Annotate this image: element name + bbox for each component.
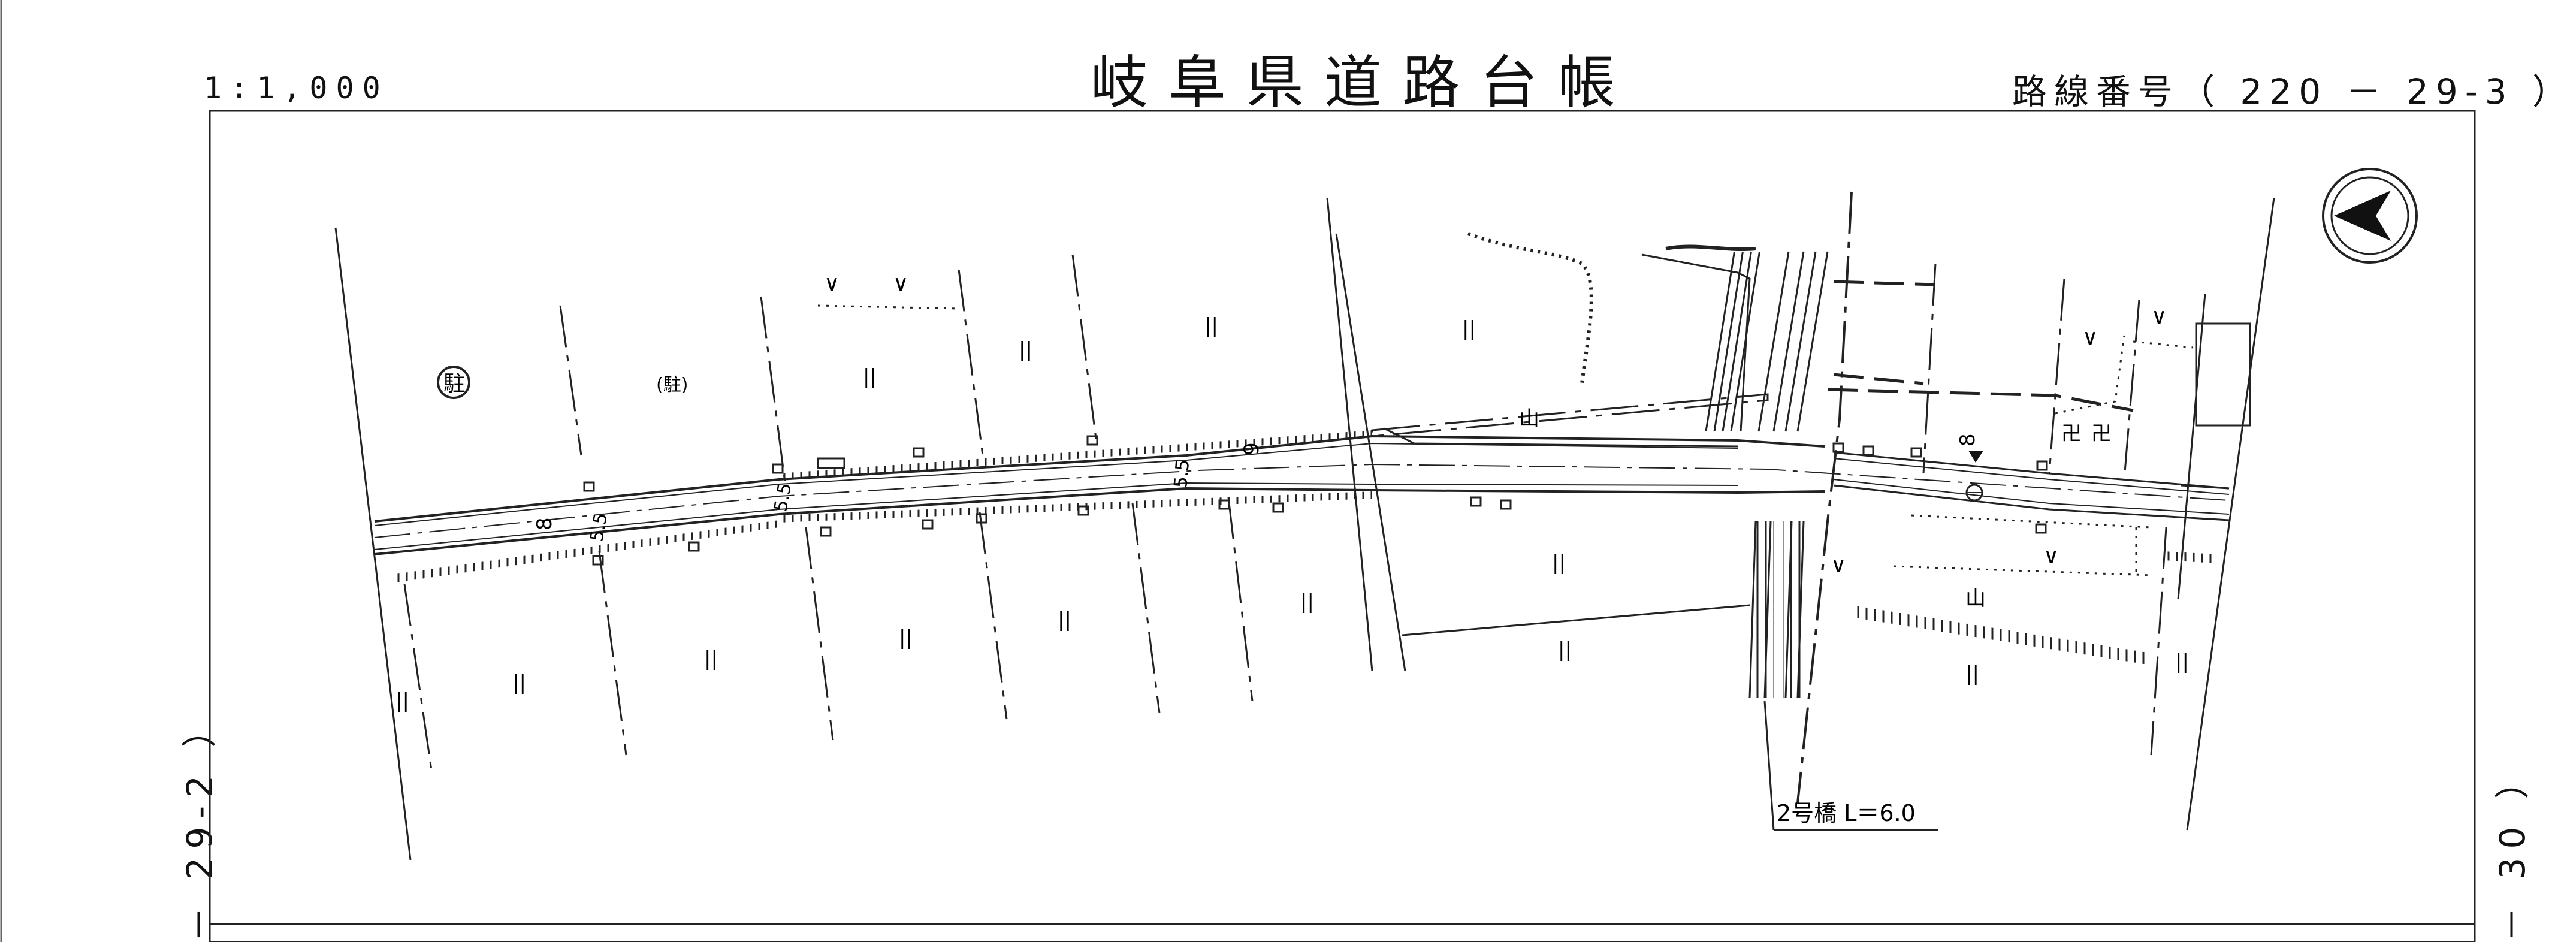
shrub-mark: ∨ bbox=[824, 271, 839, 296]
map-edge-left bbox=[334, 227, 412, 861]
field-mark: || bbox=[1462, 317, 1476, 341]
shrub-mark: ∨ bbox=[2151, 304, 2167, 329]
parking-symbol: 駐 bbox=[443, 372, 465, 396]
page-title: 岐阜県道路台帳 bbox=[1091, 49, 1636, 116]
water-line-2 bbox=[1737, 271, 1751, 432]
field-mark: || bbox=[899, 626, 913, 650]
parking-symbol-icon bbox=[437, 366, 470, 399]
route-number: 路線番号（ 220 － 29-3 ） bbox=[2012, 71, 2575, 112]
road bbox=[374, 434, 2230, 555]
field-mark: || bbox=[704, 647, 718, 671]
field-mark: || bbox=[1552, 551, 1566, 575]
station-marker: 8 bbox=[1956, 433, 1980, 446]
water-line bbox=[1641, 253, 1738, 274]
solid-boundaries bbox=[1326, 197, 2251, 672]
map-frame bbox=[209, 110, 2476, 942]
north-arrow-icon bbox=[2322, 168, 2418, 264]
field-mark: || bbox=[1204, 314, 1218, 338]
bridge-leader bbox=[1763, 701, 1775, 831]
bridge-label: 2号橋 L＝6.0 bbox=[1777, 800, 1916, 826]
width-label: 5.5 bbox=[770, 481, 796, 513]
building-mark: 卍 bbox=[2061, 422, 2082, 446]
district-boundaries bbox=[1827, 280, 2134, 412]
field-mark: || bbox=[1019, 338, 1032, 362]
shrub-mark: ∨ bbox=[2082, 325, 2098, 350]
forest-mark: 山 bbox=[1965, 587, 1986, 611]
width-label: 5.5 bbox=[1170, 458, 1194, 489]
shrub-mark: ∨ bbox=[893, 271, 908, 296]
river-channel bbox=[1702, 191, 1853, 804]
station-marker: 8 bbox=[533, 517, 557, 530]
field-mark: || bbox=[395, 689, 409, 712]
field-marks: || || || || || || || || || || || || || |… bbox=[395, 314, 2189, 712]
field-mark: || bbox=[1965, 662, 1979, 686]
map-scale: 1:1,000 bbox=[204, 71, 389, 105]
field-mark: || bbox=[863, 365, 877, 389]
building-mark: 卍 bbox=[2091, 422, 2112, 446]
map-edge-right bbox=[2186, 197, 2275, 831]
field-mark: || bbox=[1300, 590, 1314, 614]
field-mark: || bbox=[512, 671, 526, 695]
parcel-boundaries bbox=[403, 254, 2167, 771]
road-hatching bbox=[395, 393, 2217, 665]
parking-label: (駐) bbox=[656, 375, 688, 395]
shrub-marks: ∨ ∨ ∨ ∨ ∨ ∨ bbox=[824, 271, 2167, 578]
width-label: 5.5 bbox=[586, 511, 612, 543]
forest-mark: 山 bbox=[1519, 407, 1539, 431]
embankment bbox=[1467, 232, 1593, 384]
roadside-structures bbox=[583, 435, 2048, 566]
field-mark: || bbox=[1058, 608, 1071, 632]
station-marker: 9 bbox=[1240, 442, 1264, 455]
dotted-boundaries bbox=[817, 304, 2194, 576]
field-mark: || bbox=[2175, 650, 2189, 674]
field-mark: || bbox=[1558, 638, 1572, 662]
shrub-mark: ∨ bbox=[1831, 553, 1846, 578]
shrub-mark: ∨ bbox=[2043, 544, 2059, 569]
water-edge bbox=[1665, 244, 1756, 252]
station-pointer-icon bbox=[1968, 451, 1983, 463]
